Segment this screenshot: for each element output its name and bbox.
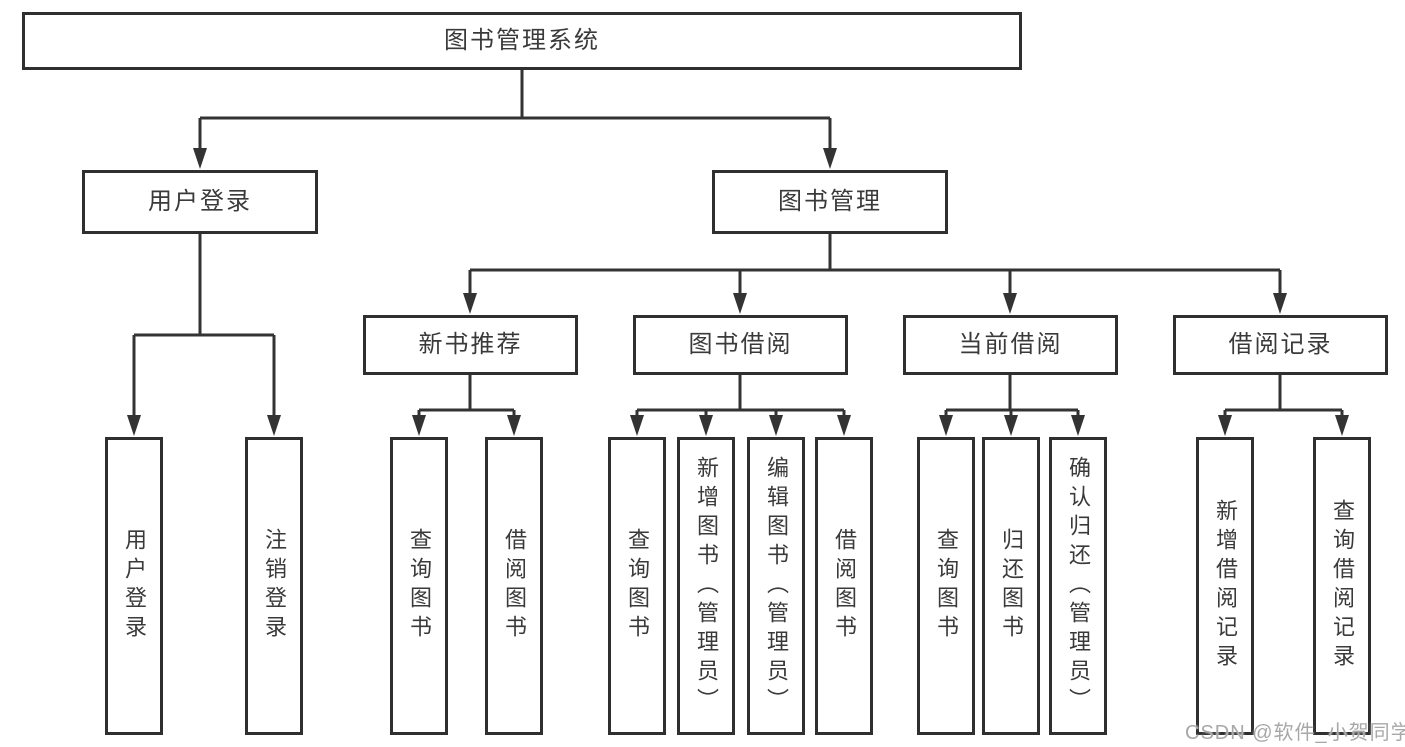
- leaf-query-books-recommend: 查询图书: [390, 437, 448, 735]
- leaf-confirm-return-admin: 确认归还（管理员）: [1049, 437, 1107, 735]
- leaf-user-login: 用户登录: [105, 437, 163, 735]
- connector-book-borrow-children: [630, 375, 851, 436]
- leaf-add-book-admin: 新增图书（管理员）: [677, 437, 735, 735]
- leaf-borrow-books: 借阅图书: [815, 437, 873, 735]
- leaf-query-borrow-record: 查询借阅记录: [1313, 437, 1371, 735]
- node-book-management: 图书管理: [712, 170, 948, 234]
- leaf-query-books-current: 查询图书: [917, 437, 975, 735]
- node-borrow-records: 借阅记录: [1173, 315, 1388, 375]
- leaf-return-book: 归还图书: [982, 437, 1040, 735]
- node-user-login: 用户登录: [82, 170, 318, 234]
- connector-book-management-children: [463, 234, 1287, 314]
- node-root-system: 图书管理系统: [22, 12, 1022, 70]
- connector-current-borrow-children: [939, 375, 1085, 436]
- csdn-watermark: CSDN @软件_小贺同学: [1185, 722, 1405, 744]
- connector-root-to-level2: [193, 70, 837, 169]
- leaf-edit-book-admin: 编辑图书（管理员）: [747, 437, 805, 735]
- leaf-logout: 注销登录: [245, 437, 303, 735]
- node-book-borrow: 图书借阅: [633, 315, 848, 375]
- connector-user-login-children: [127, 234, 281, 436]
- connector-borrow-records-children: [1218, 375, 1349, 436]
- node-current-borrow: 当前借阅: [903, 315, 1118, 375]
- connector-new-book-children: [412, 375, 521, 436]
- leaf-borrow-books-recommend: 借阅图书: [485, 437, 543, 735]
- leaf-query-books-borrow: 查询图书: [608, 437, 666, 735]
- node-new-book-recommend: 新书推荐: [363, 315, 578, 375]
- leaf-add-borrow-record: 新增借阅记录: [1196, 437, 1254, 735]
